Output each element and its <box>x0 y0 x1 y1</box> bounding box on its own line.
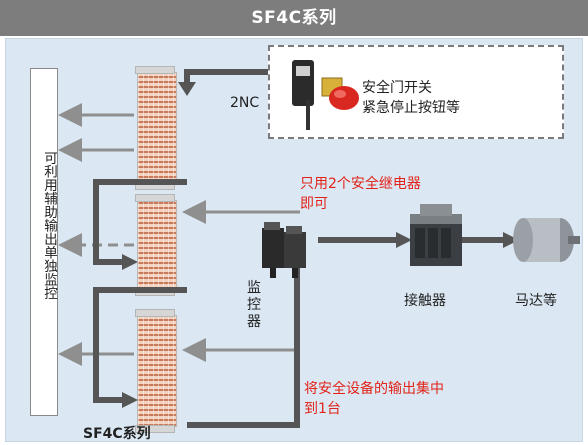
aux-output-box: 可利用辅助输出单独监控 <box>30 68 58 416</box>
red-note-bottom-line1: 将安全设备的输出集中 <box>304 381 444 397</box>
red-note-top-line1: 只用2个安全继电器 <box>300 176 421 192</box>
emergency-stop-icon <box>321 77 359 110</box>
contactor-label: 接触器 <box>404 293 446 309</box>
red-note-bottom-line2: 到1台 <box>304 401 341 417</box>
bottom-series-label: SF4C系列 <box>83 426 151 442</box>
aux-output-label: 可利用辅助输出单独监控 <box>41 151 57 300</box>
red-note-top-line2: 即可 <box>300 196 328 212</box>
monitor-label: 监控器 <box>247 280 261 330</box>
light-curtain-bottom <box>135 309 177 433</box>
label-2nc: 2NC <box>230 95 260 111</box>
cable-paths <box>93 69 505 428</box>
title-bar: SF4C系列 <box>0 0 588 36</box>
motor-icon <box>513 218 580 262</box>
safety-devices-line1: 安全门开关 <box>362 80 432 96</box>
light-curtain-top <box>135 66 177 190</box>
contactor-icon <box>410 204 462 266</box>
safety-devices-line2: 紧急停止按钮等 <box>362 100 460 116</box>
safety-devices-box <box>268 45 564 139</box>
motor-label: 马达等 <box>515 293 557 309</box>
safety-switch-icon <box>292 60 314 130</box>
safety-relay-icon <box>262 222 306 278</box>
diagram-title: SF4C系列 <box>251 8 337 28</box>
cable-arrowheads <box>122 82 519 408</box>
